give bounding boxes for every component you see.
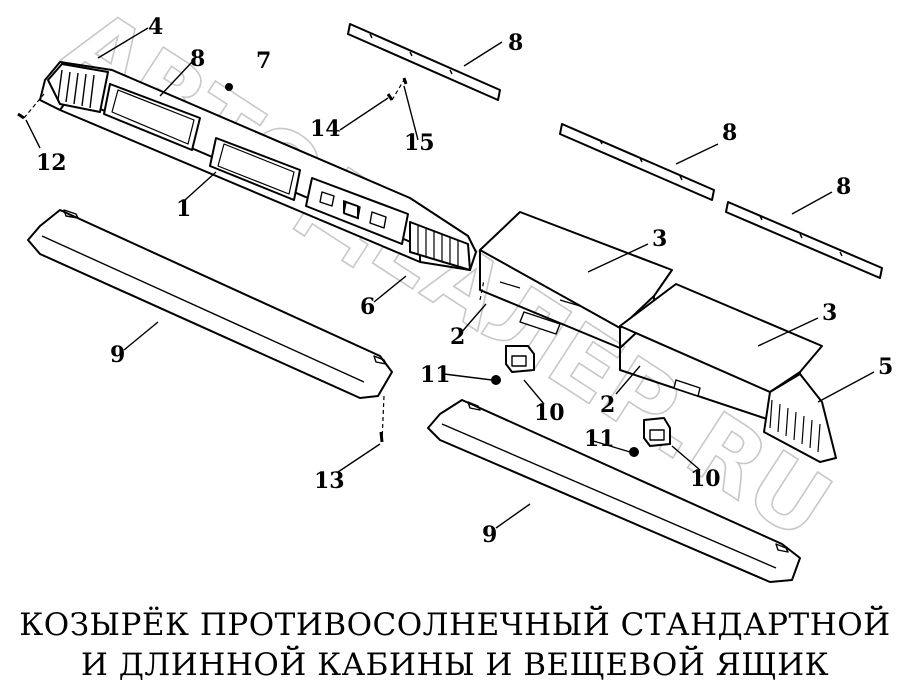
sun-visor-right <box>427 399 801 583</box>
callout-1: 1 <box>176 196 191 222</box>
callout-11-left: 11 <box>420 362 451 388</box>
left-end-grille <box>47 63 109 113</box>
visor-clip-left <box>505 345 535 373</box>
callout-11-right: 11 <box>584 426 615 452</box>
trim-strip-middle <box>559 123 715 201</box>
callout-3-lower: 3 <box>822 300 837 326</box>
overhead-console <box>39 61 477 271</box>
leader-lines <box>25 27 875 529</box>
visor-clip-right <box>643 417 671 447</box>
callout-2-upper: 2 <box>450 324 465 350</box>
callout-3-upper: 3 <box>652 226 667 252</box>
caption-line-2: И ДЛИННОЙ КАБИНЫ И ВЕЩЕВОЙ ЯЩИК <box>80 647 830 683</box>
trim-strip-top <box>347 23 501 101</box>
caption-line-1: КОЗЫРЁК ПРОТИВОСОЛНЕЧНЫЙ СТАНДАРТНОЙ <box>19 607 891 643</box>
right-end-grille <box>763 373 837 463</box>
screw-14-15 <box>386 77 408 101</box>
callout-8-console: 8 <box>190 46 205 72</box>
screw-11-left <box>491 375 501 385</box>
callout-10-right: 10 <box>690 466 721 492</box>
callout-14: 14 <box>310 116 341 142</box>
assembly-lines <box>23 79 485 443</box>
callout-8-right-strip: 8 <box>836 174 851 200</box>
callout-2-lower: 2 <box>600 392 615 418</box>
console-right-grille <box>409 221 471 271</box>
callout-4: 4 <box>148 14 163 40</box>
callout-8-middle-strip: 8 <box>722 120 737 146</box>
screw-7 <box>225 83 233 91</box>
callout-6: 6 <box>360 294 375 320</box>
callout-15: 15 <box>404 130 435 156</box>
sun-visor-left <box>27 209 393 399</box>
callout-9-left: 9 <box>110 342 125 368</box>
callout-5: 5 <box>878 354 893 380</box>
screw-11-right <box>629 447 639 457</box>
callout-9-right: 9 <box>482 522 497 548</box>
trim-strip-right <box>725 201 883 279</box>
callout-13: 13 <box>314 468 345 494</box>
callout-10-left: 10 <box>534 400 565 426</box>
callout-8-top-strip: 8 <box>508 30 523 56</box>
callout-12: 12 <box>36 150 67 176</box>
screw-12 <box>17 112 25 120</box>
callout-7: 7 <box>256 48 271 74</box>
